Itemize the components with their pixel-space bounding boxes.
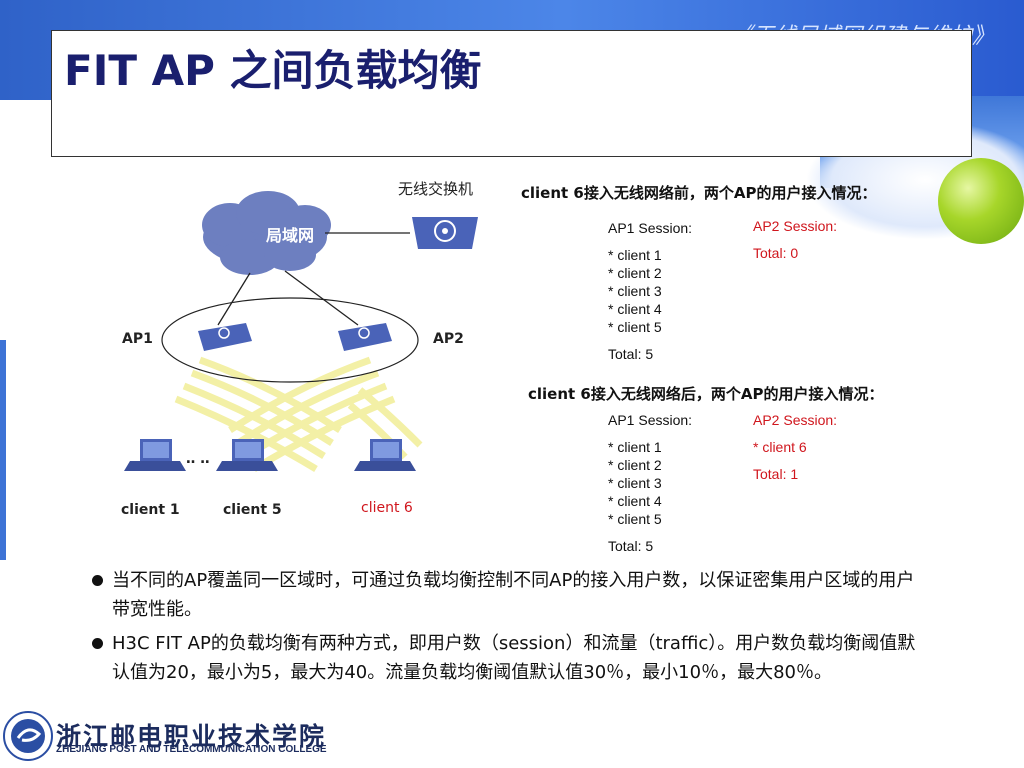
college-name-cn: 浙江邮电职业技术学院 [56, 722, 327, 751]
title-box: FIT AP 之间负载均衡 [51, 30, 972, 157]
clients-ellipsis: ‥ ‥ [186, 451, 210, 467]
bullet-list: 当不同的AP覆盖同一区域时，可通过负载均衡控制不同AP的接入用户数，以保证密集用… [88, 566, 918, 692]
slide-title: FIT AP 之间负载均衡 [64, 46, 482, 95]
bullet-item: 当不同的AP覆盖同一区域时，可通过负载均衡控制不同AP的接入用户数，以保证密集用… [88, 566, 918, 624]
after-ap2-client: * client 6 [753, 439, 807, 455]
before-ap2-title: AP2 Session: [753, 218, 838, 234]
before-ap1-client: * client 2 [608, 265, 662, 281]
after-ap1-client: * client 2 [608, 457, 662, 473]
ap1-label: AP1 [122, 331, 153, 347]
before-ap1-client: * client 5 [608, 319, 662, 335]
college-logo-icon [3, 711, 53, 761]
lan-cloud-icon [202, 191, 331, 275]
after-ap1-title: AP1 Session: [608, 412, 693, 428]
after-ap1-client: * client 5 [608, 511, 662, 527]
decorative-left-bar [0, 340, 6, 560]
after-heading: client 6接入无线网络后，两个AP的用户接入情况： [528, 385, 884, 403]
laptop-client1-icon [124, 439, 186, 471]
client5-label: client 5 [223, 502, 282, 518]
bullet-dot-icon [92, 638, 103, 649]
laptop-client6-icon [354, 439, 416, 471]
ap1-device-icon [198, 323, 252, 351]
bullet-dot-icon [92, 575, 103, 586]
wireless-switch-icon [412, 217, 478, 249]
bullet-text: H3C FIT AP的负载均衡有两种方式，即用户数（session）和流量（tr… [112, 633, 916, 683]
after-ap1-total: Total: 5 [608, 538, 654, 554]
client1-label: client 1 [121, 502, 180, 518]
ap2-label: AP2 [433, 331, 464, 347]
after-ap1-client: * client 3 [608, 475, 662, 491]
before-ap1-total: Total: 5 [608, 346, 654, 362]
switch-label: 无线交换机 [398, 180, 474, 198]
before-ap1-title: AP1 Session: [608, 220, 693, 236]
ap-group-ellipse [161, 297, 419, 383]
bullet-text: 当不同的AP覆盖同一区域时，可通过负载均衡控制不同AP的接入用户数，以保证密集用… [112, 570, 915, 620]
green-ball-decoration [938, 158, 1024, 244]
ap2-device-icon [338, 323, 392, 351]
after-ap1-client: * client 4 [608, 493, 662, 509]
before-ap1-client: * client 3 [608, 283, 662, 299]
before-ap2-total: Total: 0 [753, 245, 799, 261]
after-ap2-title: AP2 Session: [753, 412, 838, 428]
bullet-item: H3C FIT AP的负载均衡有两种方式，即用户数（session）和流量（tr… [88, 629, 918, 687]
network-diagram: 局域网 无线交换机 AP1 AP2 ‥ ‥ client 1 client 5 … [100, 165, 500, 535]
after-ap2-total: Total: 1 [753, 466, 799, 482]
cloud-label: 局域网 [266, 226, 315, 245]
client6-label: client 6 [361, 500, 413, 516]
network-diagram-svg [124, 191, 478, 472]
college-name-en: ZHEJIANG POST AND TELECOMMUNICATION COLL… [56, 744, 327, 755]
before-ap1-client: * client 4 [608, 301, 662, 317]
laptop-client5-icon [216, 439, 278, 471]
before-ap1-client: * client 1 [608, 247, 662, 263]
network-links [217, 232, 410, 326]
before-heading: client 6接入无线网络前，两个AP的用户接入情况： [521, 184, 877, 202]
after-ap1-client: * client 1 [608, 439, 662, 455]
